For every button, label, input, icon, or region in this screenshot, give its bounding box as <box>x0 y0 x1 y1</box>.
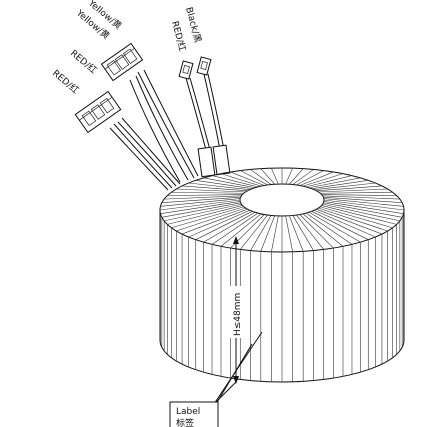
winding-top-line <box>316 185 382 192</box>
winding-top-line <box>320 191 393 194</box>
wire-bundle-red <box>109 117 181 191</box>
toroid-body <box>159 167 405 383</box>
connector-red <box>74 90 122 134</box>
winding-top-line <box>240 214 268 250</box>
winding-top-line <box>164 195 242 200</box>
winding-top-line <box>164 203 242 222</box>
winding-top-line <box>323 199 405 211</box>
winding-top-line <box>311 211 369 240</box>
winding-top-line <box>171 206 245 229</box>
winding-top-line <box>308 177 361 189</box>
winding-top-line <box>305 212 353 245</box>
winding-top-line <box>250 169 272 185</box>
winding-top-line <box>302 173 344 187</box>
winding-top-line <box>289 215 304 252</box>
winding-top-line <box>318 207 388 232</box>
winding-top-line <box>321 205 397 225</box>
winding-top-line <box>195 211 253 240</box>
winding-top-line <box>321 194 397 196</box>
winding-top-line <box>285 215 293 252</box>
winding-top-line <box>319 206 393 229</box>
winding-top-line <box>182 185 248 192</box>
winding-top-line <box>296 214 324 250</box>
label-box: Label 标签 <box>169 401 219 427</box>
winding-top-line <box>161 196 241 204</box>
height-dimension: H≤48mm <box>228 236 244 384</box>
winding-top-line <box>188 182 250 191</box>
winding-top-line <box>314 210 376 238</box>
winding-top-line <box>323 198 404 207</box>
winding-top-line <box>311 180 369 189</box>
wire-pair-terminals <box>185 73 231 178</box>
winding-top-line <box>203 211 256 243</box>
winding-top-line <box>299 214 334 249</box>
winding-top-line <box>195 180 253 189</box>
winding-top-line <box>171 191 244 194</box>
winding-top-line <box>176 207 246 232</box>
label-box-text-en: Label <box>176 407 200 417</box>
winding-top-line <box>176 188 246 193</box>
connector-yellow <box>100 42 144 82</box>
winding-top-line <box>167 205 243 225</box>
winding-top-line <box>322 203 400 222</box>
terminal-black <box>196 56 212 76</box>
label-box-text-cn: 标签 <box>176 417 194 427</box>
winding-top-line <box>302 213 344 247</box>
winding-top-line <box>220 173 262 187</box>
winding-top-line <box>211 175 258 188</box>
winding-top-line <box>160 198 241 207</box>
winding-top-line <box>250 215 272 251</box>
wire-label-red-2: RED/红 <box>50 67 81 96</box>
winding-top-line <box>240 170 268 186</box>
winding-top-line <box>296 170 324 186</box>
winding-top-line <box>203 177 256 189</box>
winding-top-line <box>322 195 400 200</box>
winding-top-line <box>299 171 334 186</box>
winding-top-line <box>181 208 248 235</box>
winding-top-line <box>260 168 275 185</box>
height-dimension-text: H≤48mm <box>233 293 243 336</box>
winding-top-line <box>308 211 361 243</box>
winding-top-line <box>167 194 243 196</box>
winding-top-line <box>260 215 275 252</box>
winding-top-line <box>323 196 403 204</box>
winding-top-line <box>188 210 250 238</box>
winding-top-line <box>306 175 353 188</box>
winding-top-line <box>271 168 279 185</box>
winding-top-line <box>211 212 259 245</box>
winding-top-line <box>220 213 262 247</box>
winding-top-line <box>323 202 403 218</box>
winding-top-line <box>285 168 293 185</box>
winding-top-line <box>292 215 314 251</box>
winding-top-line <box>230 171 265 186</box>
wire-label-red-1: RED/红 <box>68 47 99 76</box>
winding-top-line <box>318 188 388 193</box>
winding-top-line <box>160 201 241 214</box>
wire-bundle-yellow <box>129 69 199 183</box>
winding-top-line <box>161 202 241 218</box>
wire-label-black-1: Black/黑 <box>183 6 203 44</box>
winding-top-line <box>292 169 314 185</box>
winding-top-line <box>323 201 404 214</box>
winding-top-line <box>159 199 241 211</box>
wire-label-red-3: RED/红 <box>169 20 189 53</box>
terminal-red <box>178 60 194 80</box>
winding-top-line <box>289 168 304 185</box>
label-leaders <box>213 331 263 405</box>
winding-top-line <box>316 208 383 235</box>
winding-top-line <box>314 182 376 191</box>
winding-top-line <box>271 215 279 252</box>
